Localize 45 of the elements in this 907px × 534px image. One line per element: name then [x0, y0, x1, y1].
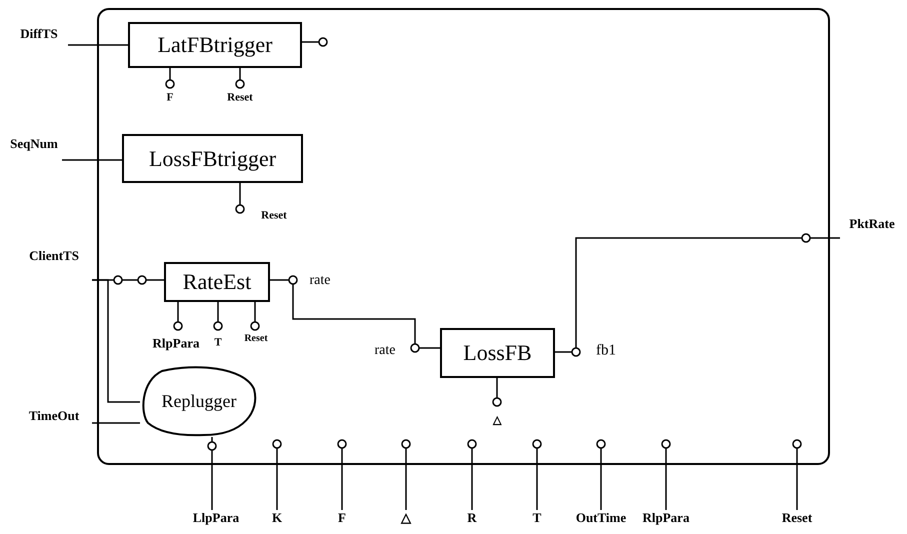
port-label: rate — [374, 344, 396, 358]
block-box: LossFBtrigger — [122, 134, 303, 183]
block-box: LossFB — [440, 328, 555, 378]
port-label: RlpPara — [152, 336, 200, 350]
connector-line — [401, 439, 411, 510]
signal-label: T — [525, 510, 549, 530]
block-box: LatFBtrigger — [128, 22, 302, 68]
port-label: F — [166, 92, 174, 104]
connector-line — [92, 279, 140, 403]
signal-label: ClientTS — [16, 248, 92, 282]
block-box: RateEst — [164, 262, 270, 302]
connector-line — [555, 233, 840, 357]
signal-label: Reset — [777, 510, 817, 530]
port-label: T — [214, 338, 222, 348]
connector-line — [68, 44, 128, 46]
port-label: △ — [493, 416, 501, 426]
connector-line — [467, 439, 477, 510]
connector-line — [532, 439, 542, 510]
signal-label: OutTime — [571, 510, 631, 530]
cloud-shape: Replugger — [140, 365, 258, 437]
signal-label: F — [330, 510, 354, 530]
signal-label: DiffTS — [10, 26, 68, 48]
connector-line — [92, 422, 140, 424]
signal-label: TimeOut — [16, 408, 92, 426]
connector-line — [596, 439, 606, 510]
port-label: fb1 — [596, 344, 616, 358]
signal-label: △ — [394, 510, 418, 530]
signal-label: SeqNum — [6, 136, 62, 162]
port-label: Reset — [227, 92, 253, 104]
signal-label: LlpPara — [180, 510, 252, 530]
connector-line — [207, 437, 217, 510]
connector-line — [272, 439, 282, 510]
signal-label: R — [460, 510, 484, 530]
signal-label: PktRate — [840, 216, 904, 240]
port-label: rate — [310, 274, 330, 288]
port-label: Reset — [244, 334, 268, 344]
port-label: Reset — [261, 210, 287, 222]
module-frame — [97, 8, 830, 465]
connector-line — [792, 439, 802, 510]
connector-line — [337, 439, 347, 510]
signal-label: RlpPara — [636, 510, 696, 530]
connector-line — [62, 159, 122, 161]
signal-label: K — [265, 510, 289, 530]
connector-line — [661, 439, 671, 510]
connector-line — [270, 275, 440, 353]
